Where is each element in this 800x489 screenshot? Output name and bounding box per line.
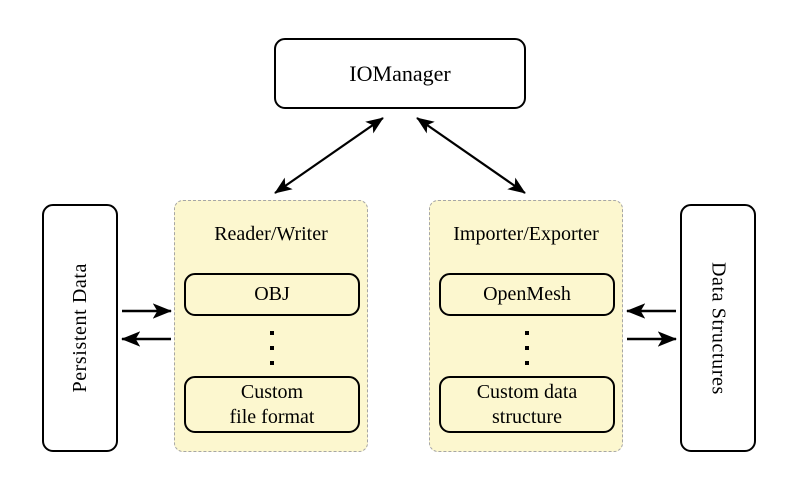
- ellipsis-icon-importer-exporter: [525, 331, 529, 365]
- node-custom-file-format[interactable]: Custom file format: [184, 376, 360, 433]
- ellipsis-icon-reader-writer: [270, 331, 274, 365]
- node-data-structures-label: Data Structures: [707, 261, 730, 395]
- node-iomanager[interactable]: IOManager: [274, 38, 526, 109]
- node-obj[interactable]: OBJ: [184, 273, 360, 316]
- node-custom-data-structure[interactable]: Custom data structure: [439, 376, 615, 433]
- group-importer-exporter-title: Importer/Exporter: [453, 223, 599, 245]
- node-data-structures[interactable]: Data Structures: [680, 204, 756, 452]
- node-obj-label: OBJ: [254, 283, 290, 305]
- node-iomanager-label: IOManager: [349, 60, 451, 86]
- node-openmesh-label: OpenMesh: [483, 283, 571, 305]
- node-openmesh[interactable]: OpenMesh: [439, 273, 615, 316]
- node-custom-data-structure-label-line2: structure: [492, 405, 562, 428]
- group-importer-exporter: Importer/Exporter OpenMesh Custom data s…: [429, 200, 623, 452]
- node-persistent-data-label: Persistent Data: [68, 263, 91, 393]
- arrow-manager-to-reader-writer: [274, 117, 384, 194]
- arrow-manager-to-importer-exporter: [416, 117, 526, 194]
- node-custom-file-format-label-line2: file format: [229, 405, 315, 428]
- group-reader-writer-title: Reader/Writer: [214, 223, 328, 245]
- node-custom-data-structure-label-line1: Custom data: [476, 380, 578, 403]
- node-persistent-data[interactable]: Persistent Data: [42, 204, 118, 452]
- group-reader-writer: Reader/Writer OBJ Custom file format: [174, 200, 368, 452]
- node-custom-file-format-label-line1: Custom: [240, 380, 304, 403]
